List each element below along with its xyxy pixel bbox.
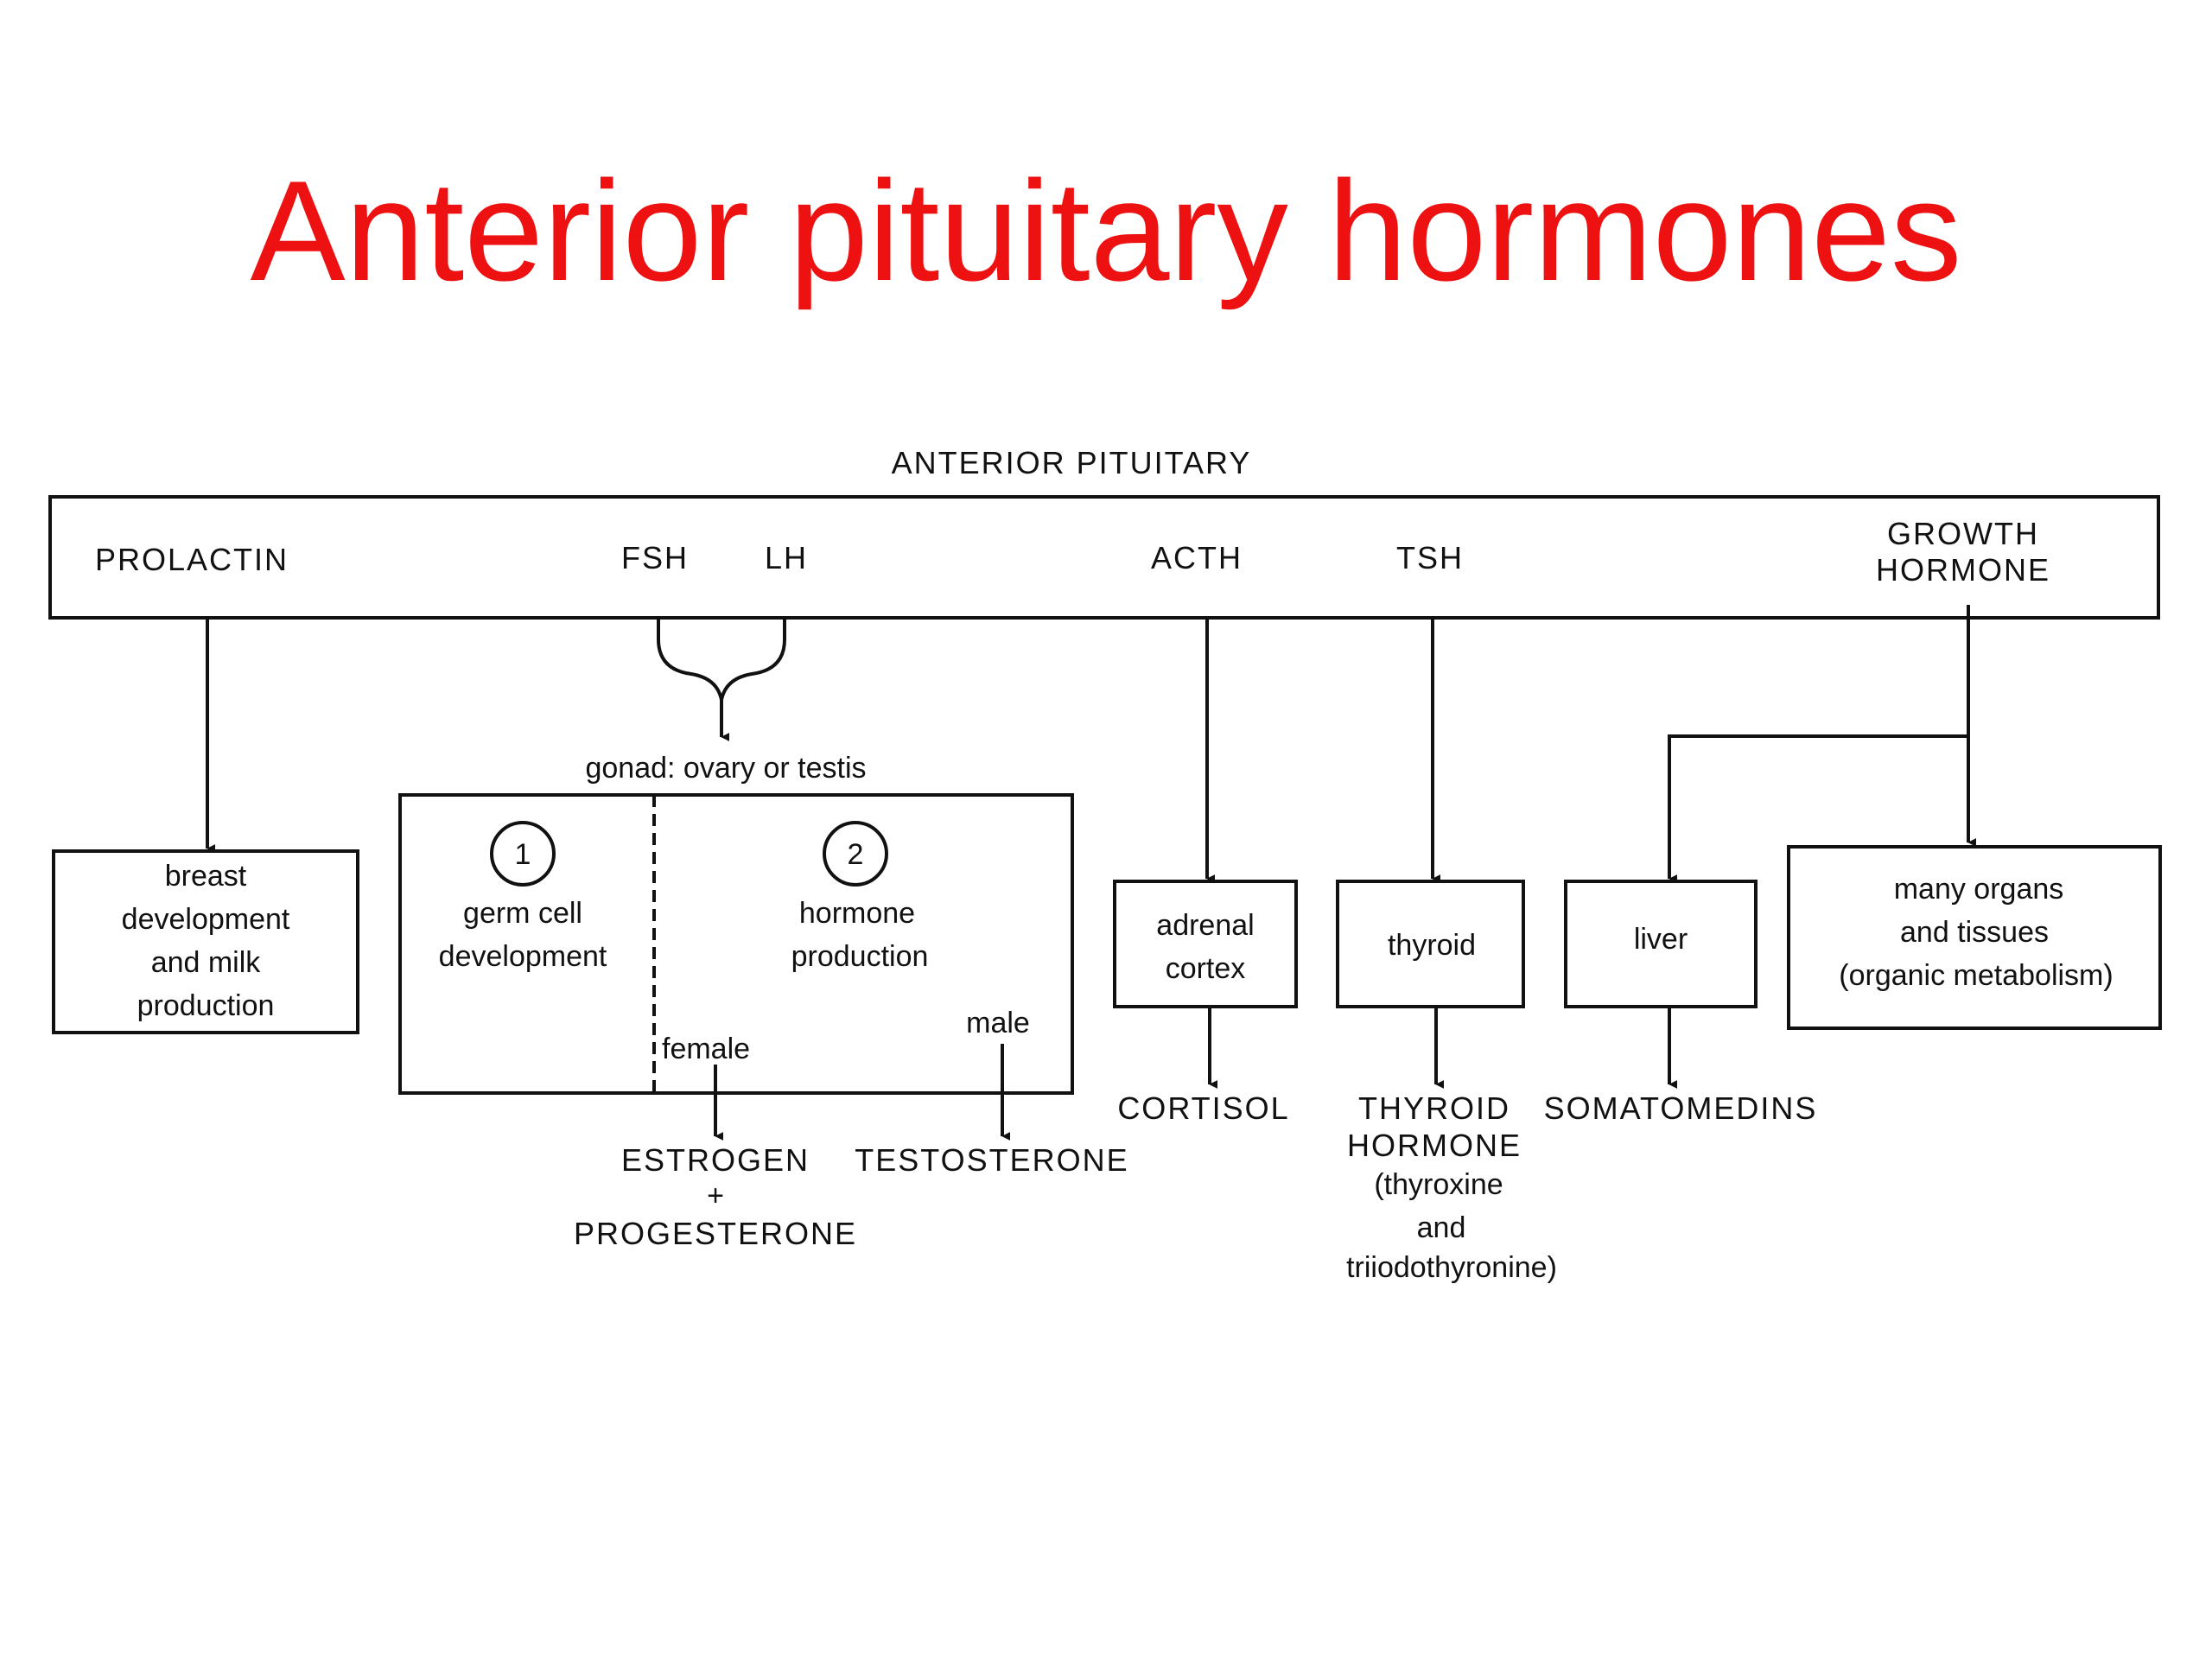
hormone-prod-line1: hormone [799,897,915,930]
thyroid-box [1336,880,1525,1008]
breast-line2: development [122,903,290,936]
hormone-tsh: TSH [1396,540,1464,575]
adrenal-box [1113,880,1298,1008]
hormone-number: 2 [848,838,864,871]
thyroid-hormone-line4: and [1417,1211,1466,1244]
organs-box [1787,845,2162,1030]
breast-line1: breast [165,860,247,893]
female-label: female [662,1033,750,1065]
hormone-growth-line1: GROWTH [1887,516,2039,551]
hormone-fsh: FSH [621,540,689,575]
breast-line3: and milk [151,946,262,979]
product-estrogen: ESTROGEN [621,1142,810,1178]
product-progesterone: PROGESTERONE [574,1216,857,1251]
hormone-prod-line2: production [791,940,929,973]
header-label: ANTERIOR PITUITARY [892,445,1252,480]
thyroid-hormone-line5: triiodothyronine) [1346,1251,1557,1284]
hormone-acth: ACTH [1151,540,1243,575]
germ-line2: development [439,940,607,973]
gonad-label: gonad: ovary or testis [585,752,866,785]
product-somatomedins: SOMATOMEDINS [1544,1090,1818,1126]
hormone-lh: LH [765,540,808,575]
hormone-growth-line2: HORMONE [1876,552,2050,588]
liver-label: liver [1634,923,1688,956]
germ-number-circle [490,821,556,887]
product-cortisol: CORTISOL [1117,1090,1289,1126]
adrenal-line2: cortex [1166,952,1246,985]
product-testosterone: TESTOSTERONE [855,1142,1128,1178]
germ-number: 1 [515,838,531,871]
breast-box [52,849,359,1034]
thyroid-label: thyroid [1388,929,1476,962]
breast-line4: production [137,989,275,1022]
liver-box [1564,880,1758,1008]
fsh-lh-brace [657,618,786,701]
slide-title: Anterior pituitary hormones [250,151,1962,310]
thyroid-hormone-line2: HORMONE [1347,1128,1522,1163]
gonad-box [398,793,1074,1095]
organs-line1: many organs [1894,873,2064,906]
germ-line1: germ cell [463,897,582,930]
adrenal-line1: adrenal [1156,909,1254,942]
organs-line2: and tissues [1900,916,2049,949]
male-label: male [966,1007,1030,1039]
anterior-pituitary-box [48,495,2160,620]
thyroid-hormone-line1: THYROID [1358,1090,1510,1126]
hormone-prolactin: PROLACTIN [95,542,289,577]
product-plus: + [707,1179,724,1212]
organs-line3: (organic metabolism) [1839,959,2113,992]
thyroid-hormone-line3: (thyroxine [1374,1168,1503,1201]
hormone-number-circle [823,821,888,887]
